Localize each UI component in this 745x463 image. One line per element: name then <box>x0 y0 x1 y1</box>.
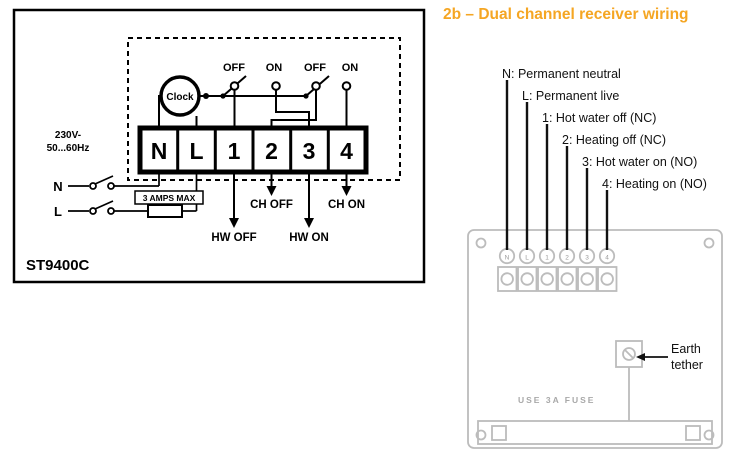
output-label-ch-on: CH ON <box>328 199 365 211</box>
terminal-3: 3 <box>303 138 316 164</box>
plate-terminal-1: 1 <box>545 255 549 262</box>
earth-tether-label-line2: tether <box>671 358 703 372</box>
terminal-n: N <box>151 138 168 164</box>
wire-label-hw-off: 1: Hot water off (NC) <box>542 111 657 125</box>
wire-junction-dots <box>203 93 309 99</box>
clock-label: Clock <box>166 92 194 103</box>
mains-input: N L <box>53 172 198 219</box>
terminal-1: 1 <box>228 138 241 164</box>
input-neutral-label: N <box>53 179 62 194</box>
terminal-4: 4 <box>340 138 353 164</box>
voltage-label-line1: 230V- <box>55 130 81 141</box>
plate-fuse-text: USE 3A FUSE <box>518 395 595 405</box>
output-arrows <box>229 172 352 228</box>
output-label-ch-off: CH OFF <box>250 199 293 211</box>
output-label-hw-off: HW OFF <box>211 232 256 244</box>
model-label: ST9400C <box>26 257 90 274</box>
output-label-hw-on: HW ON <box>289 232 329 244</box>
voltage-label-line2: 50...60Hz <box>47 143 90 154</box>
switch-contacts <box>229 81 352 91</box>
plate-terminal-n: N <box>505 255 510 262</box>
input-live-label: L <box>54 204 62 219</box>
wire-label-heating-on: 4: Heating on (NO) <box>602 177 707 191</box>
receiver-backplate: N L 1 2 3 4 USE 3A FUSE Earth tether <box>467 80 723 449</box>
input-wires <box>68 172 198 212</box>
receiver-dashed-box <box>127 37 401 181</box>
terminal-l: L <box>189 138 203 164</box>
st9400c-wiring-diagram: Clock OFF ON OFF ON N L 1 2 3 4 <box>12 8 426 284</box>
wire-label-heating-off: 2: Heating off (NC) <box>562 133 666 147</box>
clock-symbol: Clock <box>159 75 201 117</box>
switch-label-hw-on: ON <box>266 62 283 74</box>
wire-label-live: L: Permanent live <box>522 89 620 103</box>
plate-terminal-3: 3 <box>585 255 589 262</box>
switch-label-hw-off: OFF <box>223 62 245 74</box>
switch-label-ch-off: OFF <box>304 62 326 74</box>
terminal-block: N L 1 2 3 4 <box>137 125 369 175</box>
plate-terminal-2: 2 <box>565 255 569 262</box>
switch-label-ch-on: ON <box>342 62 359 74</box>
terminal-leads <box>505 80 609 250</box>
plate-terminal-l: L <box>525 255 529 262</box>
wire-label-hw-on: 3: Hot water on (NO) <box>582 155 698 169</box>
fuse-symbol <box>147 204 183 218</box>
plate-terminal-4: 4 <box>605 255 609 262</box>
terminal-2: 2 <box>265 138 278 164</box>
section-title: 2b – Dual channel receiver wiring <box>443 6 689 23</box>
isolator-contacts <box>89 182 115 215</box>
fuse-rating-label: 3 AMPS MAX <box>143 193 196 203</box>
fuse-rating: 3 AMPS MAX <box>134 190 204 205</box>
earth-tether-label-line1: Earth <box>671 342 701 356</box>
backplate-outline <box>467 229 723 449</box>
wire-label-neutral: N: Permanent neutral <box>502 67 621 81</box>
earth-tether-pointer <box>636 353 668 361</box>
